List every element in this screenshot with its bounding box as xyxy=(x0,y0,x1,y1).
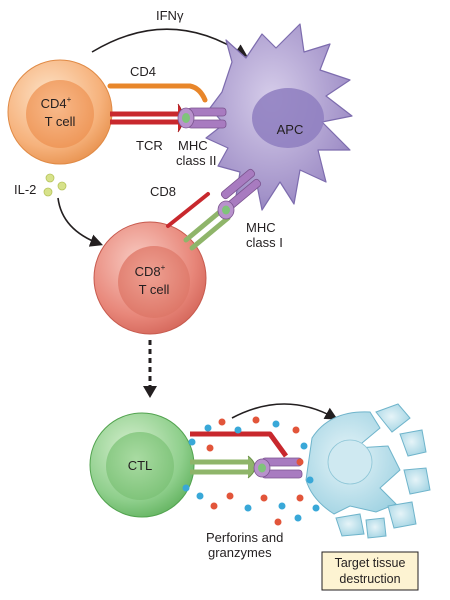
cd4-t-cell: CD4+ T cell xyxy=(7,59,113,165)
killing-arrow xyxy=(231,403,338,420)
mhc2-label-2: class II xyxy=(176,153,216,168)
ifng-arrow xyxy=(91,28,248,57)
perforin-granzyme-granules xyxy=(182,416,320,526)
ctl-cell: CTL xyxy=(89,412,195,518)
cd4-receptor xyxy=(107,83,208,103)
cd4-label: CD4 xyxy=(130,64,156,79)
cd4-cell-label: CD4+ xyxy=(41,95,72,111)
perforins-label-1: Perforins and xyxy=(206,530,283,545)
cd4-cell-label-2: T cell xyxy=(45,114,76,129)
mhc1-label-2: class I xyxy=(246,235,283,250)
apc-label: APC xyxy=(277,122,304,137)
target-destruction-box xyxy=(321,551,419,591)
ctl-label: CTL xyxy=(128,458,153,473)
apc-cell: APC xyxy=(205,23,353,211)
cd8-receptor xyxy=(166,192,210,228)
cd8-cell-label-2: T cell xyxy=(139,282,170,297)
il2-arrow xyxy=(57,197,104,247)
mhc1-label-1: MHC xyxy=(246,220,276,235)
ctl-mhc xyxy=(253,457,303,479)
cd8-cell-label: CD8+ xyxy=(135,263,166,279)
mhc2-label-1: MHC xyxy=(178,138,208,153)
ifng-label: IFNγ xyxy=(156,8,184,23)
perforins-label-2: granzymes xyxy=(208,545,272,560)
target-label-1: Target tissue xyxy=(335,556,406,570)
mhc-class-ii xyxy=(177,107,227,129)
target-cell xyxy=(305,403,431,539)
cd8-t-cell: CD8+ T cell xyxy=(93,221,207,335)
il2-label: IL-2 xyxy=(14,182,36,197)
target-label-2: destruction xyxy=(339,572,400,586)
cd8-label: CD8 xyxy=(150,184,176,199)
tcr-label: TCR xyxy=(136,138,163,153)
mhc-class-i xyxy=(217,168,262,220)
il2-dots xyxy=(43,173,67,197)
apc-nucleus xyxy=(252,88,324,148)
